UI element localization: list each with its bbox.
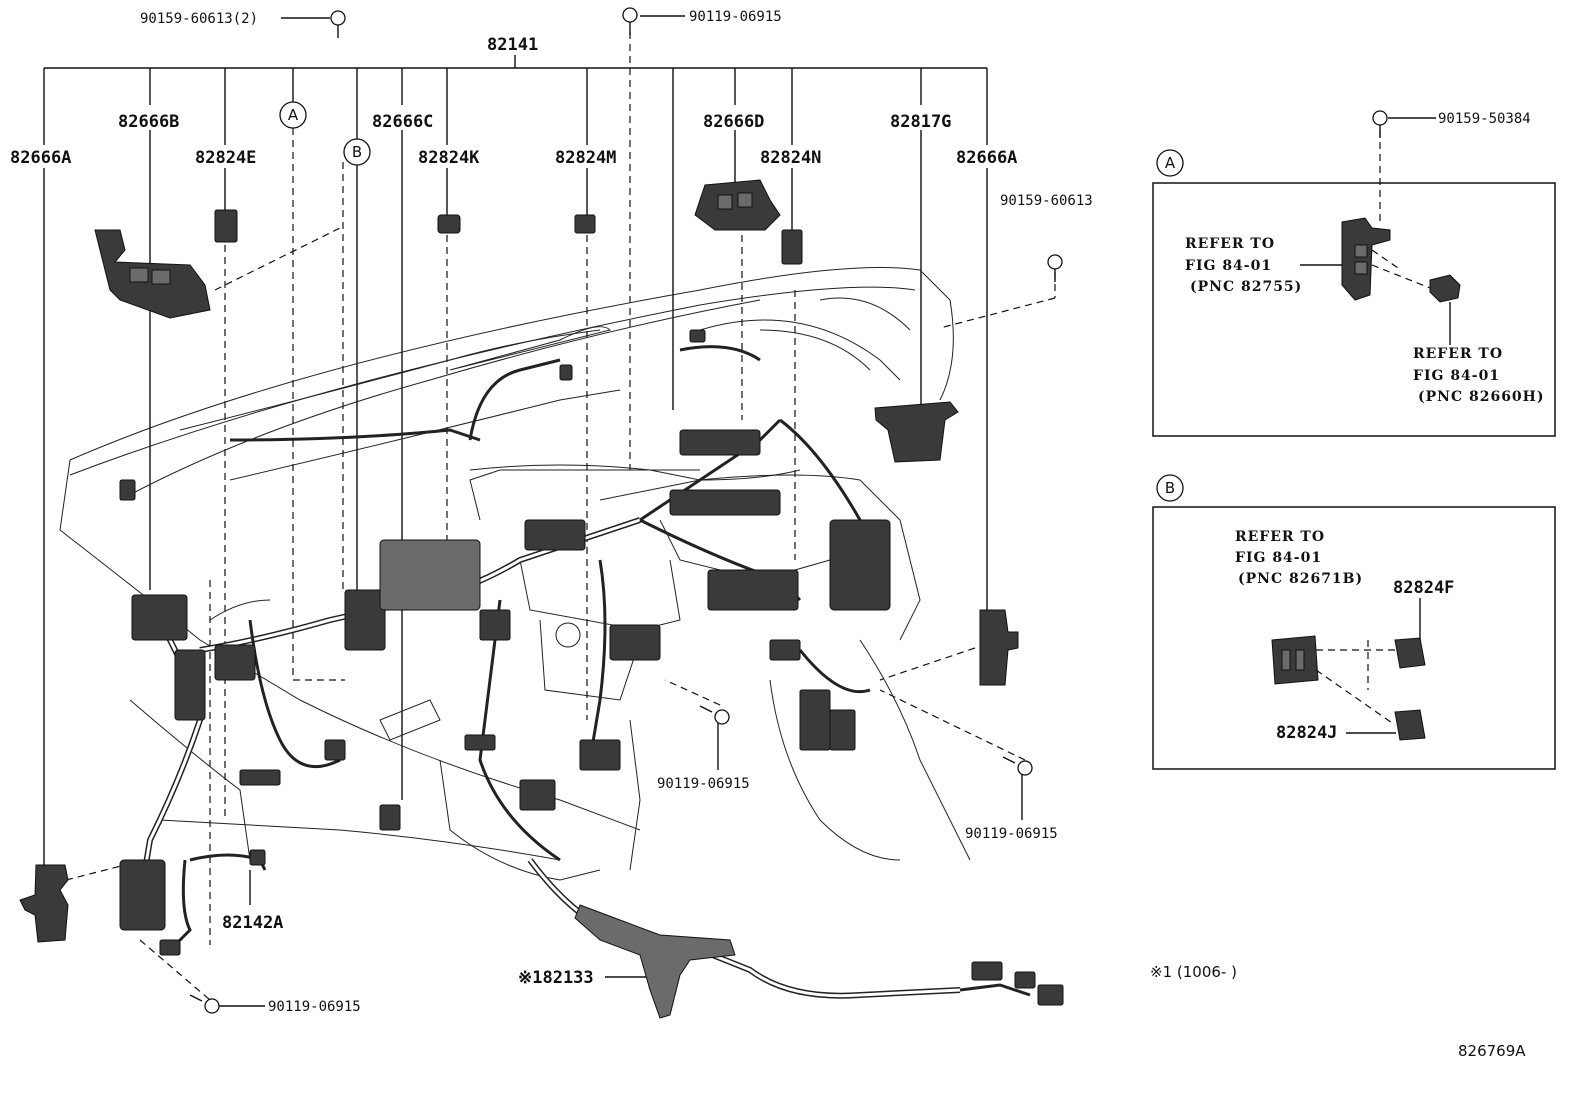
bolt-icon [622, 7, 638, 35]
svg-text:(PNC 82755): (PNC 82755) [1190, 279, 1302, 295]
label-90159-60613-2: 90159-60613(2) [140, 11, 258, 27]
label-82666C: 82666C [372, 112, 433, 132]
bolt-icon [699, 705, 730, 725]
figure-id: 826769A [1458, 1042, 1526, 1060]
label-82824K: 82824K [418, 148, 480, 168]
bolt-icon [1372, 110, 1388, 138]
svg-text:B: B [352, 143, 362, 161]
bolts [189, 7, 1388, 1014]
label-90119-06915-bottom-left: 90119-06915 [268, 999, 361, 1015]
bolt-icon [330, 10, 346, 38]
inset-a-bolt-label: 90159-50384 [1438, 111, 1531, 127]
label-82133: ※182133 [518, 968, 594, 988]
label-82142A: 82142A [222, 913, 283, 933]
bracket-82141 [43, 55, 988, 410]
label-82817G: 82817G [890, 112, 951, 132]
bolt-icon [1002, 756, 1033, 776]
label-82824F: 82824F [1393, 578, 1454, 598]
label-82666A-left: 82666A [10, 148, 71, 168]
instrument-panel-outline [59, 267, 971, 881]
inset-a: A 90159-50384 REFER TO FIG 84-01 (PNC 82… [1152, 111, 1556, 437]
svg-text:(PNC 82660H): (PNC 82660H) [1418, 389, 1545, 405]
bolt-icon [1047, 254, 1063, 282]
inset-a-label: A [1165, 154, 1176, 172]
footnote: ※1 (1006- ) [1150, 963, 1237, 981]
label-82666A-right: 82666A [956, 148, 1017, 168]
inset-b-label: B [1165, 479, 1175, 497]
svg-text:FIG 84-01: FIG 84-01 [1413, 368, 1500, 384]
label-82824M: 82824M [555, 148, 616, 168]
part-labels: 90159-60613(2) 90119-06915 82141 82666A … [10, 9, 1526, 1060]
label-82666D: 82666D [703, 112, 764, 132]
label-90119-06915-top: 90119-06915 [689, 9, 782, 25]
svg-text:REFER TO: REFER TO [1235, 529, 1325, 545]
svg-text:A: A [288, 106, 299, 124]
leader-lines [43, 15, 1023, 1007]
label-82824J: 82824J [1276, 723, 1337, 743]
dashed-leaders [65, 32, 1381, 1001]
callout-circle-b: B [343, 138, 371, 166]
svg-text:REFER TO: REFER TO [1413, 346, 1503, 362]
inset-b: B REFER TO FIG 84-01 (PNC 82671B) 82824F… [1152, 474, 1556, 770]
svg-text:FIG 84-01: FIG 84-01 [1235, 550, 1322, 566]
label-82824N: 82824N [760, 148, 821, 168]
label-90119-06915-bottom-right: 90119-06915 [965, 826, 1058, 842]
label-82666B: 82666B [118, 112, 179, 132]
label-90119-06915-center: 90119-06915 [657, 776, 750, 792]
label-82141: 82141 [487, 35, 538, 55]
parts [19, 179, 1064, 1019]
bolt-icon [189, 994, 220, 1014]
svg-text:REFER TO: REFER TO [1185, 236, 1275, 252]
label-90159-60613: 90159-60613 [1000, 193, 1093, 209]
svg-text:FIG 84-01: FIG 84-01 [1185, 258, 1272, 274]
svg-text:(PNC 82671B): (PNC 82671B) [1238, 571, 1363, 587]
callout-circle-a: A [279, 101, 307, 129]
label-82824E: 82824E [195, 148, 256, 168]
